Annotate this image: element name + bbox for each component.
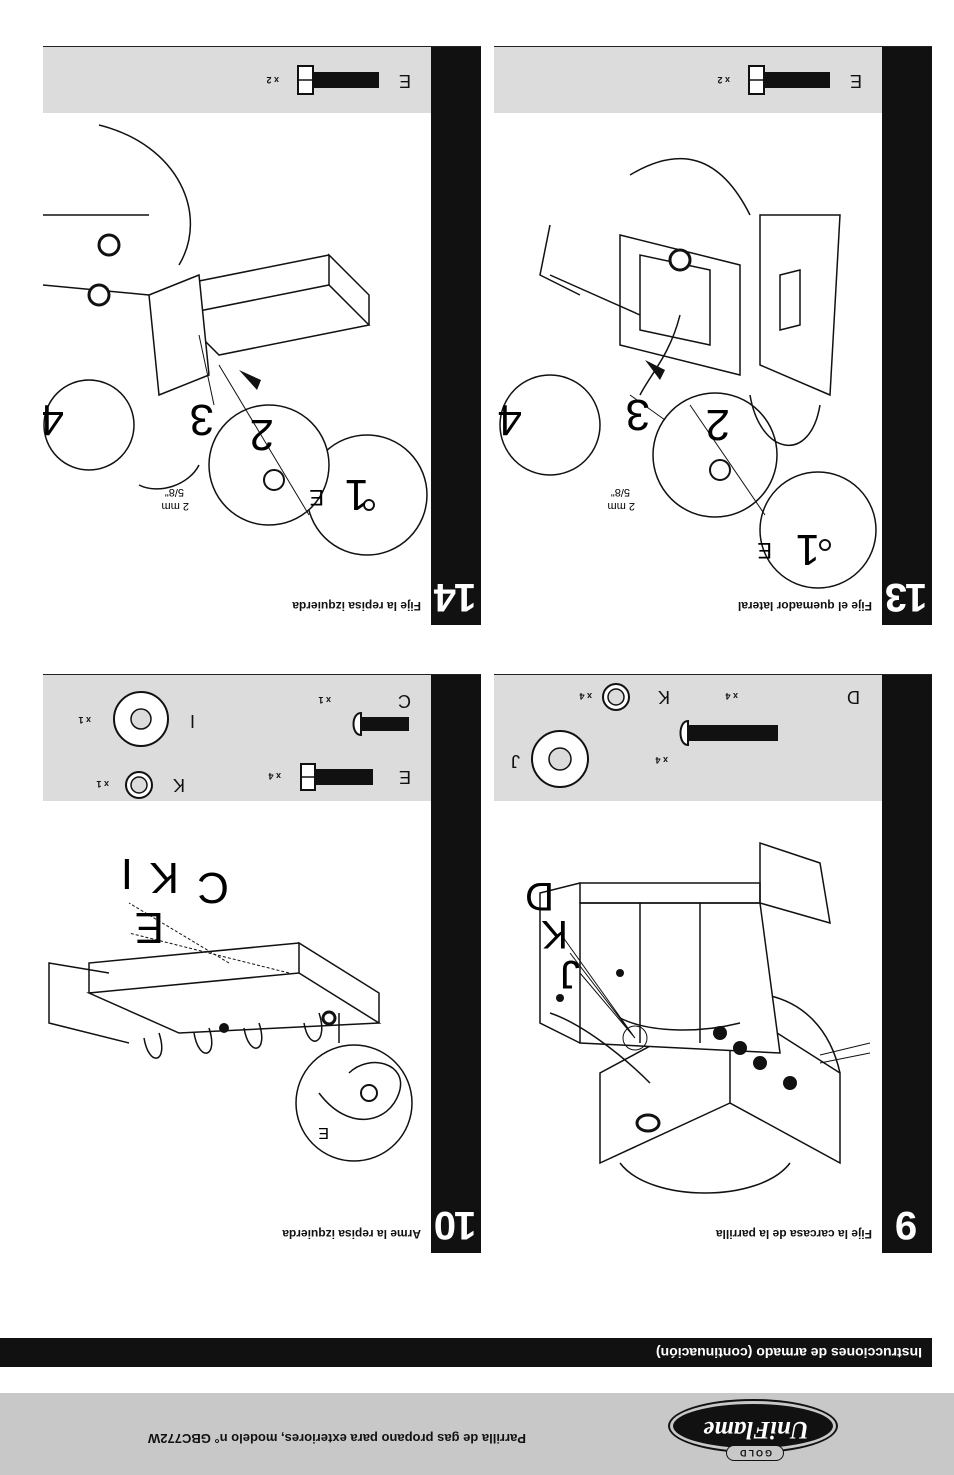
step-title: Arme la repisa izquierda <box>282 1227 421 1241</box>
parts-list: E x 2 <box>494 47 882 113</box>
side-burner-illustration: 1 E 2 3 4 2 mm 5/8" <box>498 157 877 589</box>
bolt-hex-head-icon <box>300 763 373 791</box>
callout-D: D <box>525 874 554 918</box>
callout-C: C <box>197 863 229 912</box>
callout-3: 3 <box>190 395 214 444</box>
parts-list: C x 1 I x 1 E x 4 K x 1 <box>43 675 431 801</box>
logo-brand: UniFlame <box>703 1416 809 1443</box>
part-qty-I: x 1 <box>78 715 91 725</box>
bolt-round-head-icon <box>352 711 409 737</box>
uniflame-logo: UniFlame GOLD <box>670 1401 836 1461</box>
part-qty-E: x 4 <box>268 771 281 781</box>
part-qty-J: x 4 <box>655 755 668 765</box>
callout-E: E <box>135 903 164 952</box>
left-shelf-attach-illustration: 1 E 2 3 4 2 mm 5/8" <box>43 124 428 556</box>
flat-washer-icon <box>531 730 589 788</box>
flat-washer-icon <box>113 691 169 747</box>
step-number: 13 <box>886 575 928 619</box>
callout-4: 4 <box>43 395 64 444</box>
callout-2: 2 <box>250 410 274 459</box>
part-letter-J: J <box>511 751 520 771</box>
step-14-panel: 14 Fije la repisa izquierda <box>43 46 481 625</box>
callout-E-inset: E <box>318 1124 329 1141</box>
step-number-bar: 9 <box>882 675 932 1253</box>
dim-5-8: 5/8" <box>611 486 630 498</box>
logo-gold-tag: GOLD <box>726 1445 784 1461</box>
step-number-bar: 10 <box>431 675 481 1253</box>
part-letter-D: D <box>847 687 860 707</box>
part-letter-E: E <box>398 767 411 787</box>
callout-I: I <box>121 849 133 898</box>
step-title: Fije la carcasa de la parrilla <box>715 1227 872 1241</box>
step-number: 14 <box>435 575 477 619</box>
part-qty-E: x 2 <box>717 75 730 85</box>
callout-4: 4 <box>498 395 522 444</box>
dim-5-8: 5/8" <box>165 486 184 498</box>
part-letter-C: C <box>398 691 411 711</box>
part-letter-E: E <box>849 71 862 91</box>
part-qty-D: x 4 <box>725 691 738 701</box>
step-10-panel: 10 Arme la repisa izquierda E E <box>43 674 481 1253</box>
step-number-bar: 14 <box>431 47 481 625</box>
callout-E: E <box>757 538 772 563</box>
parts-list: E x 2 <box>43 47 431 113</box>
callout-K: K <box>150 853 179 902</box>
lock-washer-icon <box>125 771 153 799</box>
bolt-hex-head-icon <box>297 65 379 95</box>
page-header: UniFlame GOLD Parrilla de gas propano pa… <box>0 1393 954 1475</box>
part-qty-E: x 2 <box>266 75 279 85</box>
product-title: Parrilla de gas propano para exteriores,… <box>148 1431 526 1446</box>
step-9-panel: 9 Fije la carcasa de la parrilla <box>494 674 932 1253</box>
step-number: 10 <box>435 1203 477 1247</box>
callout-2: 2 <box>706 400 730 449</box>
part-qty-K: x 4 <box>579 691 592 701</box>
dim-2mm: 2 mm <box>608 500 636 512</box>
bolt-round-head-icon <box>679 719 778 747</box>
part-letter-I: I <box>189 711 195 731</box>
section-title: Instrucciones de armado (continuación) <box>0 1338 932 1367</box>
step-number-bar: 13 <box>882 47 932 625</box>
parts-list: D x 4 K x 4 J x 4 <box>494 675 882 801</box>
bolt-hex-head-icon <box>748 65 830 95</box>
callout-J: J <box>560 952 580 996</box>
callout-3: 3 <box>626 390 650 439</box>
left-shelf-illustration: E E C K I <box>48 849 413 1162</box>
part-qty-K: x 1 <box>96 779 109 789</box>
lock-washer-icon <box>602 683 630 711</box>
callout-E: E <box>309 485 324 510</box>
step-13-panel: 13 Fije el quemador lateral <box>494 46 932 625</box>
step-number: 9 <box>896 1203 918 1247</box>
callout-1: 1 <box>796 525 820 574</box>
part-qty-C: x 1 <box>318 695 331 705</box>
part-letter-K: K <box>172 775 185 795</box>
grill-housing-illustration: J K D <box>525 841 871 1194</box>
callout-1: 1 <box>345 470 369 519</box>
part-letter-K: K <box>657 687 670 707</box>
dim-2mm: 2 mm <box>162 500 190 512</box>
callout-K: K <box>541 912 568 956</box>
part-letter-E: E <box>398 71 411 91</box>
step-title: Fije la repisa izquierda <box>292 599 421 613</box>
step-title: Fije el quemador lateral <box>737 599 872 613</box>
